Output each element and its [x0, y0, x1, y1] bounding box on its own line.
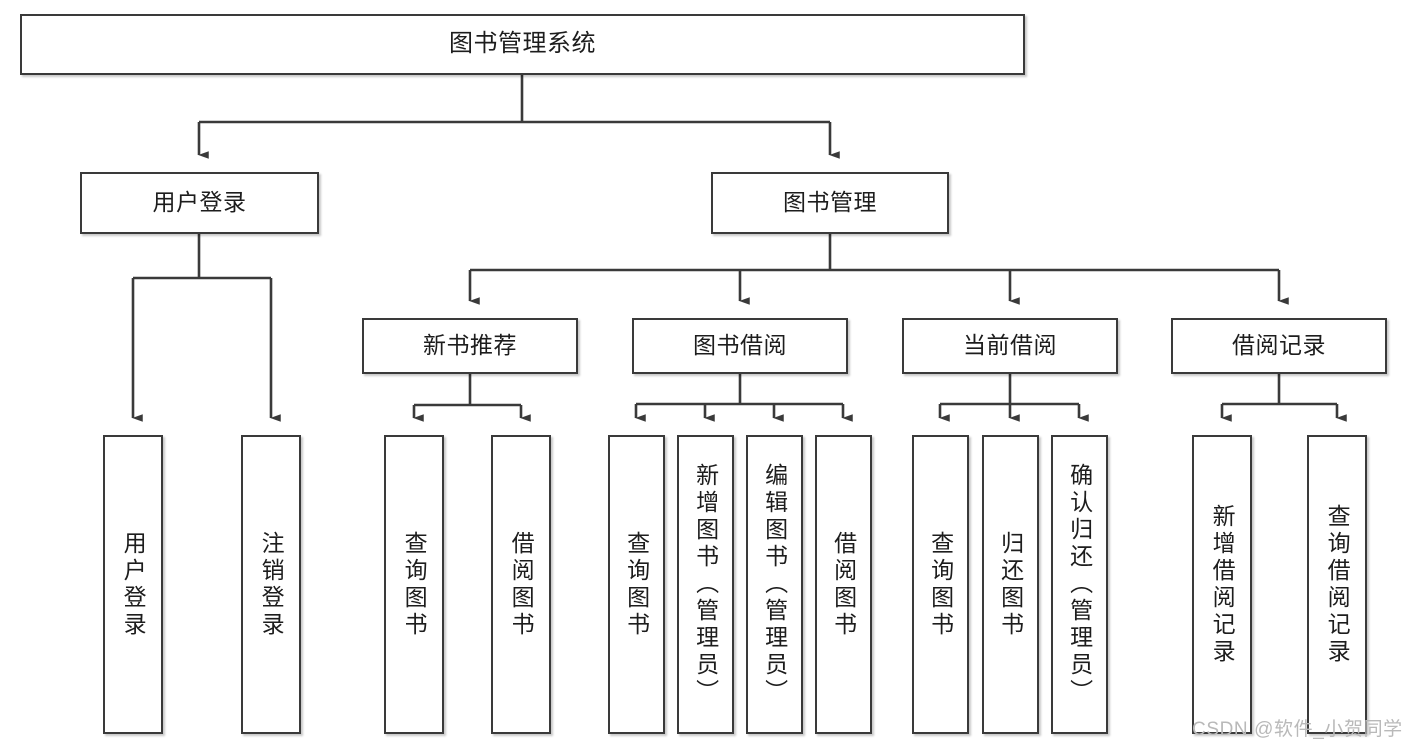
node-leaf-logout[interactable]: 注销登录	[241, 435, 301, 734]
node-leaf-edit-book-admin[interactable]: 编辑图书（管理员）	[746, 435, 803, 734]
node-new-book-recommend-label: 新书推荐	[423, 332, 517, 359]
current-borrow-to-leaves-connectors	[938, 374, 1089, 422]
node-leaf-borrow-book-label: 借阅图书	[830, 530, 857, 639]
node-user-login-label: 用户登录	[152, 189, 247, 216]
node-leaf-edit-book-admin-label: 编辑图书（管理员）	[761, 463, 788, 706]
node-leaf-current-query-book-label: 查询图书	[927, 530, 954, 639]
node-leaf-query-borrow-record-label: 查询借阅记录	[1324, 503, 1351, 666]
node-leaf-add-borrow-record-label: 新增借阅记录	[1209, 503, 1236, 666]
node-leaf-logout-label: 注销登录	[258, 530, 285, 639]
node-user-login[interactable]: 用户登录	[80, 172, 319, 234]
book-borrow-to-leaves-connectors	[634, 374, 853, 422]
node-leaf-borrow-query-book-label: 查询图书	[623, 530, 650, 639]
node-leaf-recommend-query-book[interactable]: 查询图书	[384, 435, 444, 734]
node-current-borrow-label: 当前借阅	[963, 332, 1057, 359]
node-leaf-add-book-admin-label: 新增图书（管理员）	[692, 463, 719, 706]
node-book-management[interactable]: 图书管理	[711, 172, 949, 234]
node-root-system-label: 图书管理系统	[449, 30, 596, 58]
new-book-recommend-to-leaves-connectors	[412, 374, 531, 422]
node-leaf-recommend-borrow-book[interactable]: 借阅图书	[491, 435, 551, 734]
node-book-borrow[interactable]: 图书借阅	[632, 318, 848, 374]
book-manage-to-level3-connectors	[468, 234, 1289, 305]
csdn-watermark: CSDN @软件_小贺同学	[1192, 719, 1403, 740]
node-leaf-borrow-query-book[interactable]: 查询图书	[608, 435, 665, 734]
node-leaf-current-query-book[interactable]: 查询图书	[912, 435, 969, 734]
user-login-to-leaves-connectors	[131, 234, 281, 422]
node-leaf-query-borrow-record[interactable]: 查询借阅记录	[1307, 435, 1367, 734]
node-borrow-record[interactable]: 借阅记录	[1171, 318, 1387, 374]
node-leaf-recommend-query-book-label: 查询图书	[401, 530, 428, 639]
node-borrow-record-label: 借阅记录	[1232, 332, 1326, 359]
root-to-level2-connectors	[197, 75, 840, 159]
node-leaf-borrow-book[interactable]: 借阅图书	[815, 435, 872, 734]
node-new-book-recommend[interactable]: 新书推荐	[362, 318, 578, 374]
node-leaf-recommend-borrow-book-label: 借阅图书	[508, 530, 535, 639]
node-leaf-user-login[interactable]: 用户登录	[103, 435, 163, 734]
node-leaf-return-book-label: 归还图书	[997, 530, 1024, 639]
node-root-system[interactable]: 图书管理系统	[20, 14, 1025, 75]
node-leaf-add-borrow-record[interactable]: 新增借阅记录	[1192, 435, 1252, 734]
node-leaf-confirm-return-admin-label: 确认归还（管理员）	[1066, 463, 1093, 706]
node-leaf-return-book[interactable]: 归还图书	[982, 435, 1039, 734]
node-book-management-label: 图书管理	[783, 189, 877, 216]
borrow-record-to-leaves-connectors	[1220, 374, 1347, 422]
node-book-borrow-label: 图书借阅	[693, 332, 787, 359]
node-leaf-add-book-admin[interactable]: 新增图书（管理员）	[677, 435, 734, 734]
node-current-borrow[interactable]: 当前借阅	[902, 318, 1118, 374]
node-leaf-confirm-return-admin[interactable]: 确认归还（管理员）	[1051, 435, 1108, 734]
node-leaf-user-login-label: 用户登录	[120, 530, 147, 639]
